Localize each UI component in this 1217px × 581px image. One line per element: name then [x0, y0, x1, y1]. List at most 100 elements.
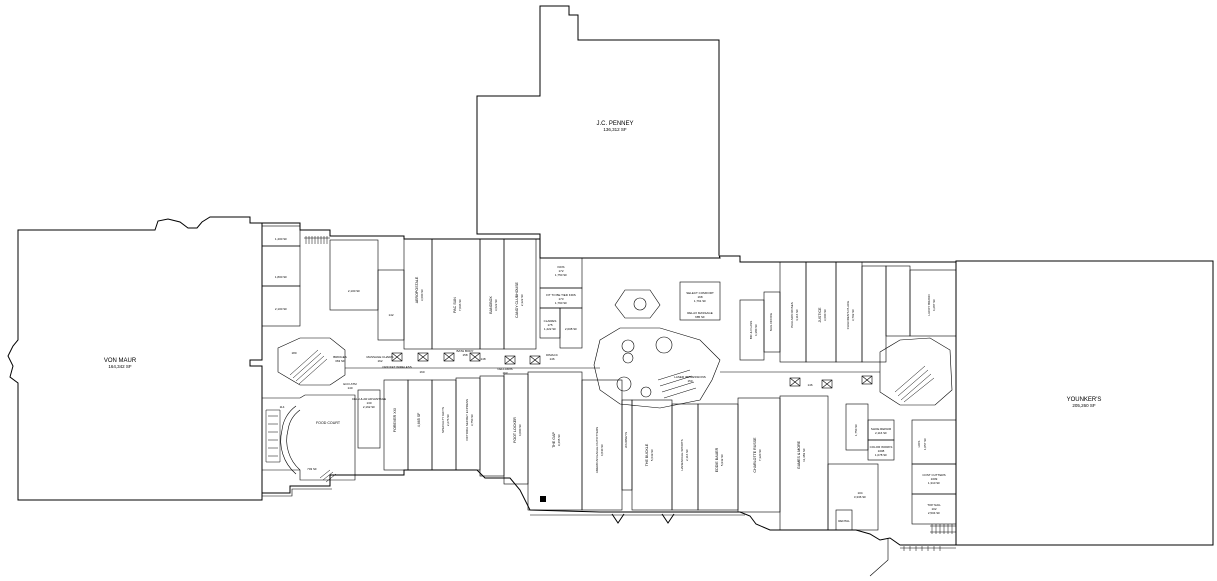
cost-cutters-num: 1009 [931, 477, 938, 481]
kids-num: 172 [558, 269, 563, 273]
charlotte-russe-area: 7,320 SF [758, 449, 762, 461]
eddie-bauer-label: EDDIE BAUER [715, 447, 719, 472]
lids-label: LIDS [917, 441, 921, 448]
the-gap-label: THE GAP [552, 432, 556, 448]
aeropostale-area: 3,600 SF [420, 289, 424, 301]
the-buckle-area: 5,639 SF [650, 449, 654, 461]
bandbox-area: 3,622 SF [494, 299, 498, 311]
lids-area: 1,057 SF [923, 438, 927, 450]
store-label: 2,008 SF [565, 327, 577, 331]
store-label: 2,100 SF [348, 289, 360, 293]
justice-area: 3,600 SF [823, 309, 827, 321]
the-gap-area: 9,465 SF [557, 434, 561, 446]
dimacc-label: DIMACC [546, 353, 559, 357]
north-row-stores: AEROPOSTALE 3,600 SF PAC SUN 7,096 SF BA… [403, 238, 721, 350]
hanesdale-sports-label: HANESDALE SPORTS [680, 439, 684, 470]
anchor-von-maur[interactable]: VON MAUR 164,342 SF [7, 216, 263, 501]
select-comfort-num: 168 [697, 295, 702, 299]
cellular-advantage-area: 2,162 SF [363, 405, 375, 409]
store-label: 1,400 SF [275, 237, 287, 241]
victoria-secret-area: 3,750 SF [470, 414, 474, 426]
eco-atm-label: ECO ATM [343, 382, 357, 386]
food-court: FOOD COURT 114 703 SF ECO ATM 140 [261, 382, 357, 483]
cellairis-num: 163 [502, 371, 507, 375]
victoria-secret-label: VICTORIA SECRET EXPRESS [465, 399, 469, 441]
foot-locker-label: FOOT LOCKER [513, 417, 517, 443]
select-comfort-label: SELECT COMFORT [686, 291, 714, 295]
pac-sun-label: PAC SUN [453, 297, 457, 313]
store-label: 703 SF [307, 467, 317, 471]
south-row-east: THE BUCKLE 5,639 SF HANESDALE SPORTS 2,1… [631, 395, 957, 534]
tenant-104-area: 3,336 SF [854, 495, 866, 499]
games-n-more-label: GAMES & MORE [797, 440, 801, 469]
store-label: 2,100 SF [275, 307, 287, 311]
massage-chairs-num: 162 [377, 359, 382, 363]
food-court-label: FOOD COURT [316, 421, 341, 425]
games-n-more-area: 11,389 SF [802, 448, 806, 462]
foot-locker-area: 4,000 SF [518, 424, 522, 436]
eddie-bauer-area: 5,942 SF [720, 454, 724, 466]
bandbox-label: BANDBOX [489, 296, 493, 314]
cricket-wireless-num: 160 [419, 370, 424, 374]
anchor-jc-penney[interactable]: J.C. PENNEY 136,312 SF [476, 5, 721, 259]
paulson-roses-label: PAULSON ROSES [790, 302, 794, 327]
east-court [879, 337, 956, 551]
massage-chairs-label: MASSAGE CHAIRS [366, 355, 393, 359]
jc-penney-name: J.C. PENNEY [596, 121, 633, 127]
small-num: 114 [280, 405, 285, 409]
relax-massage-label: RELAX MASSAGE [687, 311, 713, 315]
forever-label: FOREVER XXI [393, 408, 397, 432]
claires-num: 175 [547, 323, 552, 327]
center-court: LASER IMPRESSIONS 150 [593, 289, 721, 409]
candy-clubhouse-area: 2,322 SF [520, 294, 524, 306]
south-row-west: CELLULAR ADVANTAGE 130 2,162 SF FOREVER … [352, 371, 633, 511]
american-eagle-area: 4,840 SF [600, 444, 604, 456]
fit-to-be-tied-num: 173 [558, 297, 563, 301]
forever-area-label: 4,665 SF [417, 412, 421, 427]
candy-clubhouse-label: CANDY CLUBHOUSE [515, 281, 519, 317]
von-maur-area: 164,342 SF [108, 364, 132, 369]
paulson-roses-area: 4,116 SF [795, 309, 799, 321]
west-court: BRIDGES 363 SF 180 [277, 337, 347, 386]
fit-to-be-tied-area: 1,760 SF [555, 301, 567, 305]
color-works-area: 1,078 SF [875, 453, 887, 457]
charlotte-russe-label: CHARLOTTE RUSSE [753, 437, 757, 473]
hanesdale-sports-area: 2,116 SF [685, 449, 689, 461]
small-num: 180 [291, 351, 296, 355]
younkers-area: 205,260 SF [1072, 403, 1096, 408]
laser-impressions-num: 150 [687, 379, 692, 383]
store-label: 1,800 SF [275, 275, 287, 279]
shoe-repair-label: SHOE REPAIR [871, 427, 892, 431]
younkers-name: YOUNKER'S [1067, 397, 1102, 403]
color-works-label: COLOR WORKS [870, 445, 893, 449]
specialty-gifts-area: 2,276 SF [446, 414, 450, 426]
aeropostale-label: AEROPOSTALE [415, 276, 419, 303]
the-buckle-label: THE BUCKLE [645, 443, 649, 466]
tenant-104-label: 104 [857, 491, 862, 495]
relax-massage-area: 685 SF [695, 315, 705, 319]
lucky-brand-label: LUCKY BRAND [927, 294, 931, 316]
northwest-stores: 1,400 SF 1,800 SF 2,100 SF 2,100 SF 142 [261, 225, 405, 341]
small-num: 148 [480, 357, 485, 361]
cost-cutters-label: COST CUTTERS [922, 473, 945, 477]
select-comfort-area: 1,761 SF [694, 299, 706, 303]
store-label: 142 [388, 313, 393, 317]
cricket-wireless-label: CRICKET WIRELESS [382, 365, 411, 369]
bath-body-num: 158 [462, 353, 467, 357]
lucky-brand-area: 4,287 SF [932, 299, 936, 311]
fit-to-be-tied-label: FIT TO BE TIED KIDS [546, 293, 576, 297]
dimacc-num: 146 [549, 357, 554, 361]
small-num: 146 [807, 383, 812, 387]
bridges-num: 363 SF [335, 359, 345, 363]
bridges-label: BRIDGES [333, 355, 347, 359]
color-works-num: 1008 [878, 449, 885, 453]
journeys-label: JOURNEYS [624, 432, 628, 448]
claires-label: CLAIRES [544, 319, 557, 323]
nail-office-label: NAIL OFFICE [769, 313, 773, 331]
anchor-younkers[interactable]: YOUNKER'S 205,260 SF [955, 260, 1214, 546]
claires-area: 1,422 SF [544, 327, 556, 331]
justice-label: JUSTICE [818, 307, 822, 323]
laser-impressions-label: LASER IMPRESSIONS [674, 375, 706, 379]
top-nail-area: 2,504 SF [928, 511, 940, 515]
